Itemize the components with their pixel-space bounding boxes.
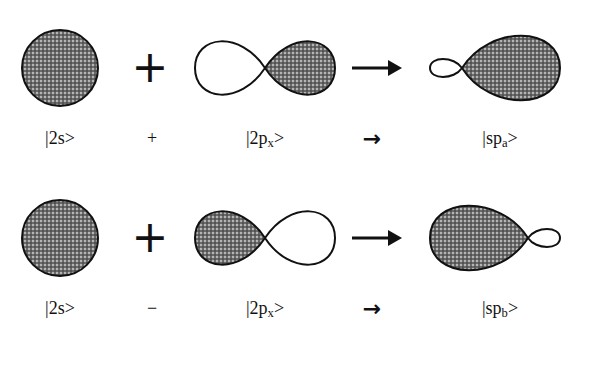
ket-label: |2s> [45,298,75,319]
ket-label: |spa> [482,128,517,149]
reaction-arrow [352,60,402,76]
hybrid-large-lobe [462,36,560,101]
s-orbital [22,30,98,106]
operator-label: − [147,298,157,319]
s-orbital [22,200,98,276]
p-lobe [195,211,265,264]
p-lobe [265,211,335,264]
ket-label: |2px> [246,128,284,149]
hybrid-large-lobe [430,206,528,271]
ket-label: |2px> [246,298,284,319]
ket-label: |2s> [45,128,75,149]
arrow-label: → [363,296,381,321]
hybrid-small-lobe [430,59,462,77]
p-lobe [265,41,335,94]
plus-sign: + [132,41,169,92]
operator-label: + [147,128,157,149]
ket-label: |spb> [482,298,518,319]
p-lobe [195,41,265,94]
hybrid-small-lobe [528,229,560,247]
arrow-label: → [363,126,381,151]
reaction-arrow [352,230,402,246]
plus-sign: + [132,211,169,262]
